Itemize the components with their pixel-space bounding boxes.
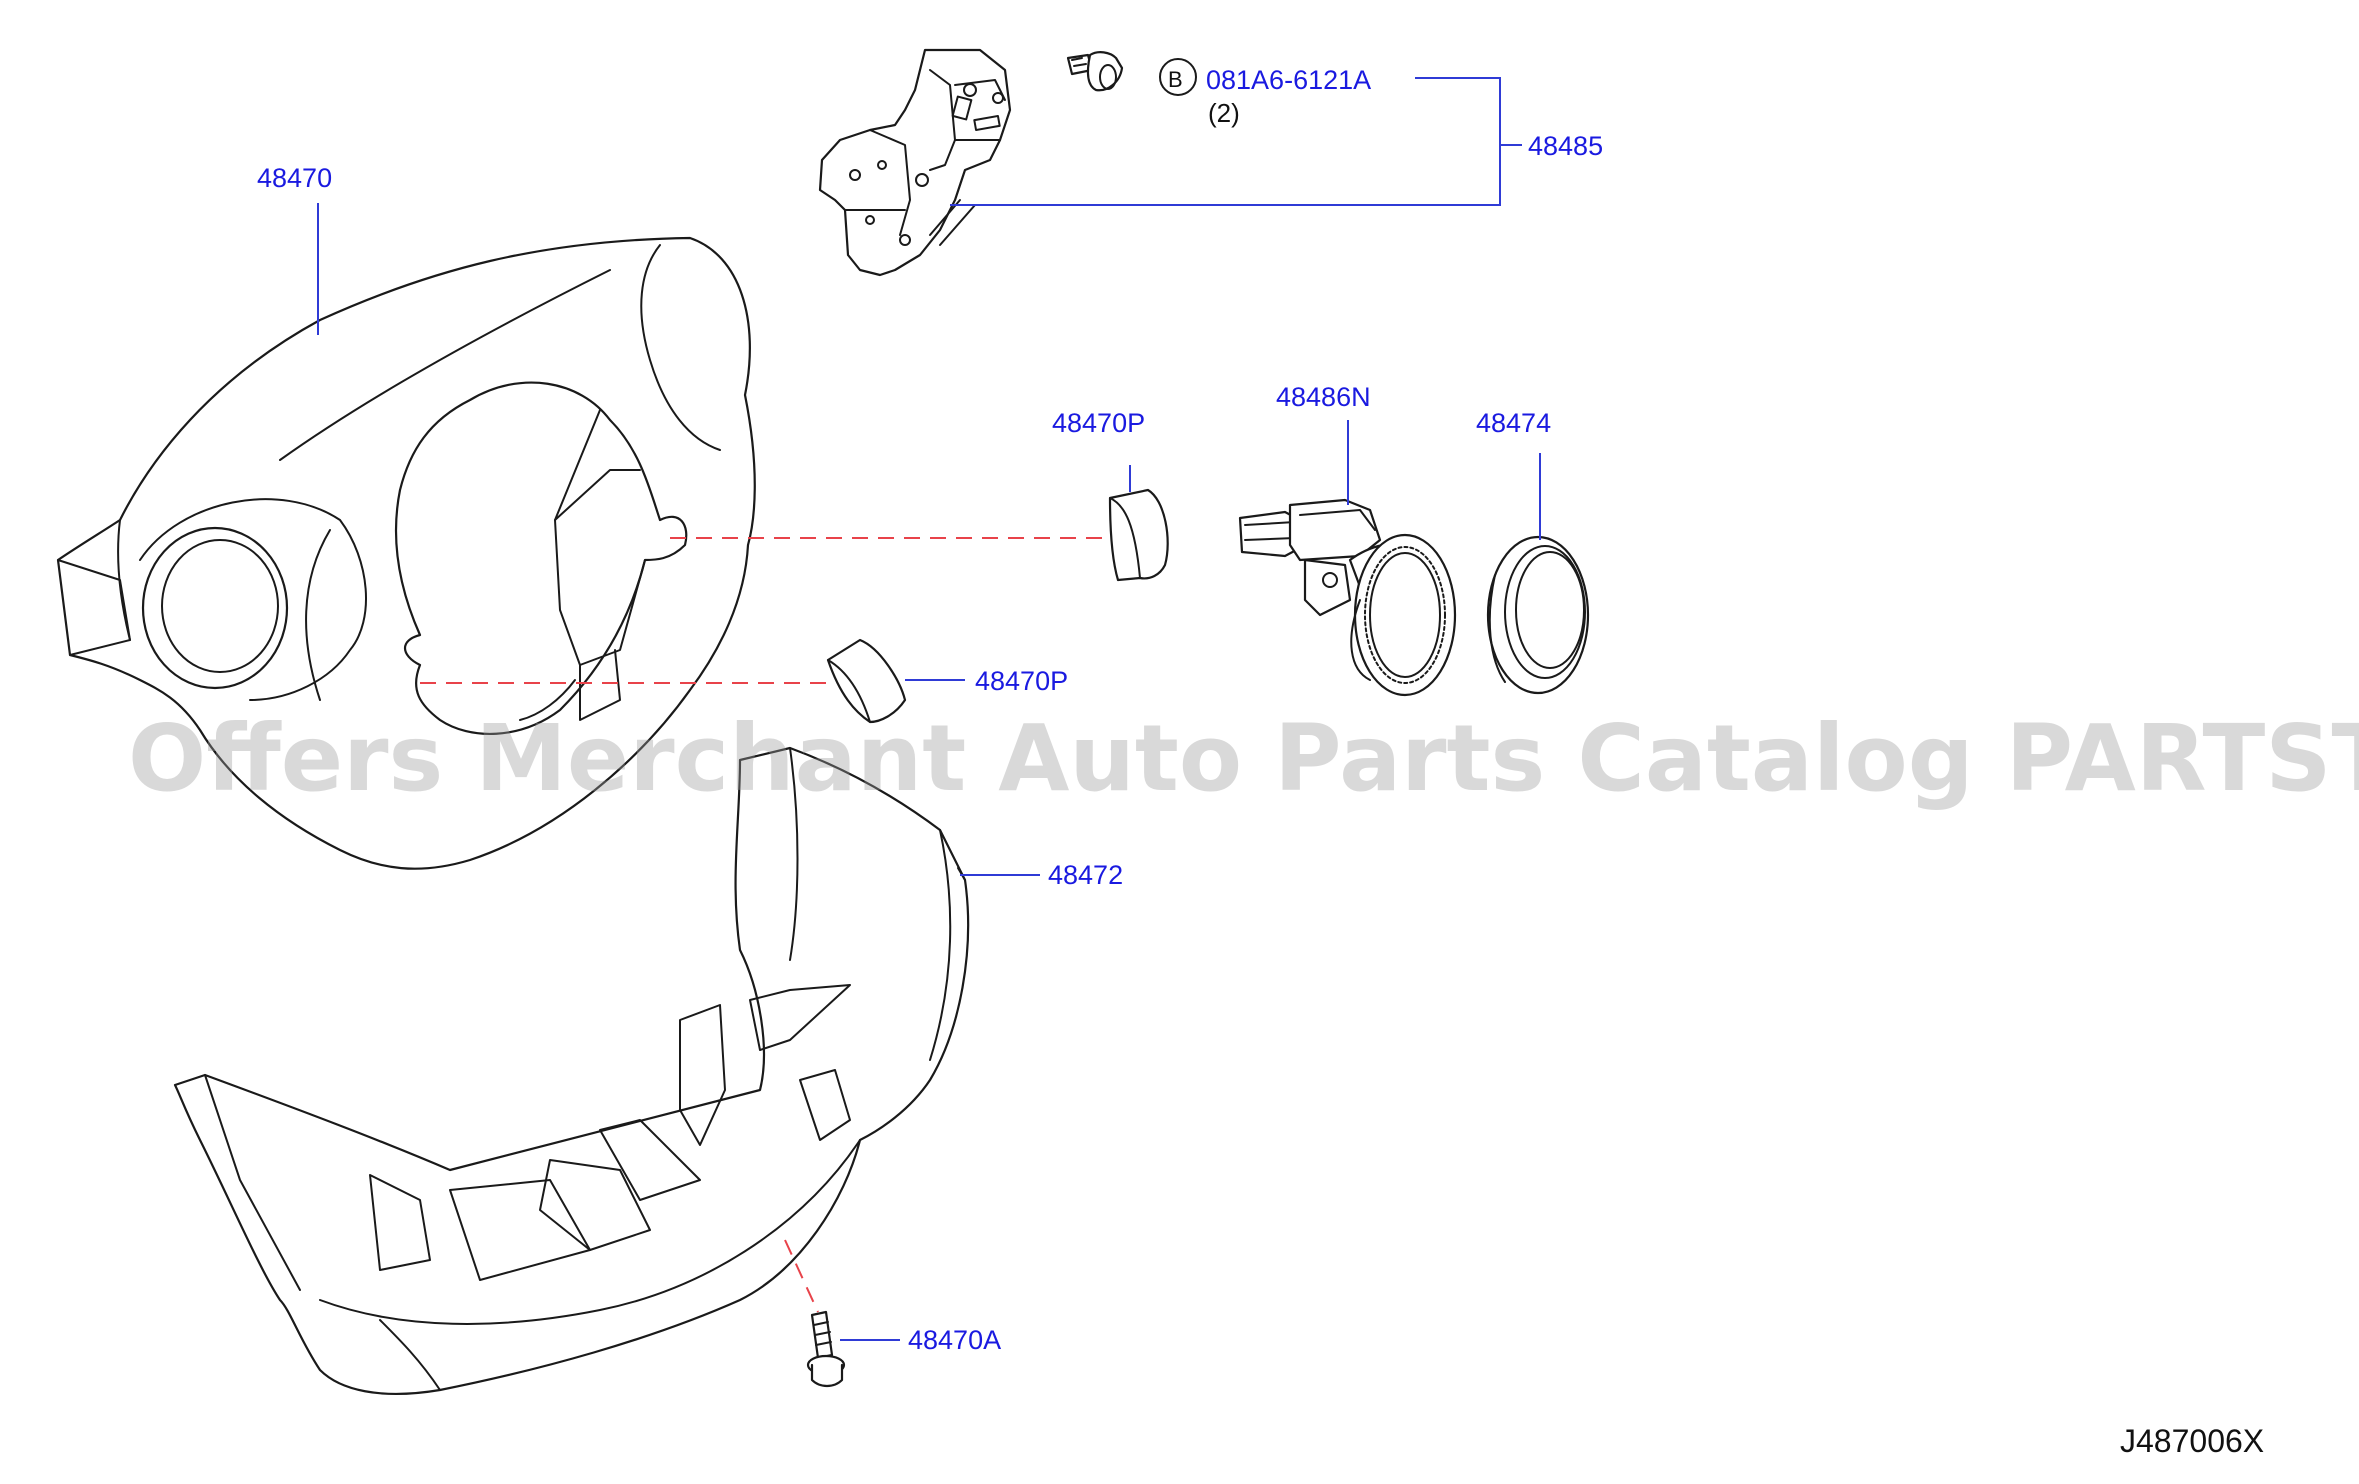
ref-letter: B	[1168, 67, 1183, 92]
label-48470A: 48470A	[908, 1325, 1001, 1355]
label-48474: 48474	[1476, 408, 1551, 438]
label-48486N: 48486N	[1276, 382, 1371, 412]
ring-48474[interactable]	[1486, 535, 1590, 695]
callout-bolt: B 081A6-6121A (2)	[1159, 58, 1371, 128]
callout-48470P-upper: 48470P	[1052, 408, 1145, 492]
watermark-text: Offers Merchant Auto Parts Catalog PARTS…	[128, 705, 2359, 812]
lower-column-cover-48472[interactable]	[173, 746, 970, 1396]
label-48470: 48470	[257, 163, 332, 193]
callout-48470P-lower: 48470P	[905, 666, 1068, 696]
callout-48485: 48485	[950, 77, 1603, 206]
label-bolt-part: 081A6-6121A	[1206, 65, 1371, 95]
label-48472: 48472	[1048, 860, 1123, 890]
callout-48486N: 48486N	[1276, 382, 1371, 505]
assembly-line-screw	[784, 1239, 819, 1313]
ref-circle-icon	[1159, 58, 1197, 96]
callout-48474: 48474	[1476, 408, 1551, 540]
bracket-48485[interactable]	[818, 48, 1012, 277]
cap-48470P-lower[interactable]	[826, 638, 907, 724]
callout-48470A: 48470A	[840, 1325, 1001, 1355]
upper-column-cover-48470[interactable]	[56, 236, 756, 870]
cap-48470P-upper[interactable]	[1108, 488, 1169, 582]
diagram-code: J487006X	[2120, 1423, 2264, 1459]
label-bolt-qty: (2)	[1208, 98, 1240, 128]
callout-48472: 48472	[960, 860, 1123, 890]
illumination-ring-48486N[interactable]	[1238, 498, 1457, 697]
label-48470P-upper: 48470P	[1052, 408, 1145, 438]
bolt-081A6-6121A[interactable]	[1066, 51, 1124, 92]
screw-48470A[interactable]	[806, 1310, 846, 1388]
label-48485: 48485	[1528, 131, 1603, 161]
callout-48470: 48470	[257, 163, 332, 335]
label-48470P-lower: 48470P	[975, 666, 1068, 696]
